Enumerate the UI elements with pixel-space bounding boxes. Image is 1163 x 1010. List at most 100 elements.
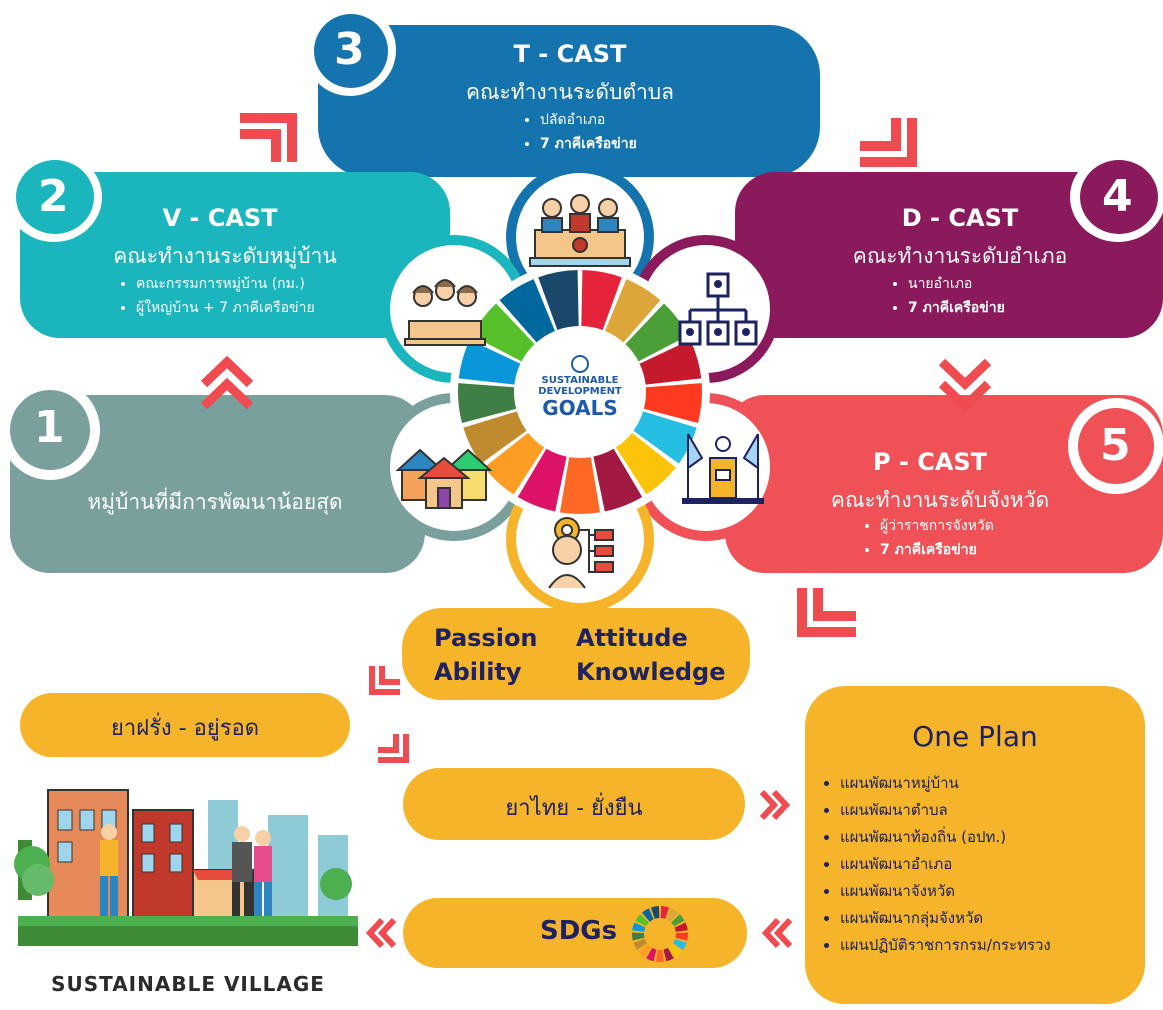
one-plan-item: แผนพัฒนาอำเภอ [840, 851, 1051, 878]
sdg-segment [458, 339, 521, 385]
sdg-segment [660, 906, 670, 919]
sdg-segment [625, 303, 689, 362]
double-chevron-left-icon [761, 917, 793, 949]
step3-bullet: ปลัดอำเภอ [540, 108, 637, 132]
double-chevron-left-icon [365, 917, 397, 949]
sdgs-label: SDGs [540, 916, 618, 946]
corner-arrow-icon [860, 118, 917, 167]
step5-subtitle: คณะทำงานระดับจังหวัด [830, 488, 1050, 512]
sdg-segment [605, 279, 661, 343]
sdg-segment [633, 411, 697, 464]
one-plan-item: แผนพัฒนาตำบล [840, 797, 1051, 824]
step3-bullets: ปลัดอำเภอ 7 ภาคีเครือข่าย [522, 108, 637, 156]
step2-subtitle: คณะทำงานระดับหมู่บ้าน [113, 244, 337, 268]
houses-icon [395, 448, 493, 509]
step2-bullets: คณะกรรมการหมู่บ้าน (กม.) ผู้ใหญ่บ้าน + 7… [118, 272, 315, 320]
thinker-icon [548, 517, 614, 589]
corner-arrow-icon [240, 113, 297, 162]
org-chart-icon [678, 272, 758, 346]
sdg-segment [499, 279, 555, 343]
sdg-segment [581, 270, 622, 330]
paak-knowledge: Knowledge [576, 658, 726, 686]
step5-number: 5 [1100, 420, 1131, 471]
step2-number: 2 [38, 171, 69, 222]
sdg-segment [655, 949, 665, 962]
sdg-segment [458, 383, 517, 424]
paak-box [402, 608, 750, 700]
one-plan-list: แผนพัฒนาหมู่บ้าน แผนพัฒนาตำบล แผนพัฒนาท้… [822, 770, 1051, 959]
one-plan-item: แผนพัฒนาจังหวัด [840, 878, 1051, 905]
sdg-segment [641, 908, 654, 922]
committee-icon [404, 279, 486, 346]
un-emblem-icon [571, 355, 589, 373]
step3-bullet: 7 ภาคีเครือข่าย [540, 132, 637, 156]
sdg-segment [673, 938, 687, 950]
corner-arrow-icon [378, 734, 409, 763]
one-plan-item: แผนพัฒนาท้องถิ่น (อปท.) [840, 824, 1051, 851]
village-caption: SUSTAINABLE VILLAGE [51, 972, 325, 996]
sdg-logo-line3: GOALS [542, 396, 618, 420]
podium-icon [682, 433, 764, 504]
sdg-wheel-small-icon [632, 906, 688, 962]
sdg-segment [632, 932, 645, 941]
step3-title: T - CAST [513, 40, 627, 68]
sdg-segment [663, 947, 674, 962]
western-box [20, 693, 350, 757]
sdg-segment [643, 383, 702, 424]
sdg-segment [463, 411, 527, 464]
step4-subtitle: คณะทำงานระดับอำเภอ [852, 244, 1068, 268]
step5-bullets: ผู้ว่าราชการจังหวัด 7 ภาคีเครือข่าย [862, 514, 994, 562]
sdg-segment [666, 908, 679, 922]
step4-number: 4 [1102, 171, 1133, 222]
sdg-segment [633, 938, 647, 950]
step2-title: V - CAST [162, 204, 278, 232]
sdg-logo-line2: DEVELOPMENT [538, 386, 622, 397]
team-icon [529, 194, 631, 267]
corner-arrow-icon [797, 588, 856, 637]
paak-ability: Ability [434, 658, 522, 686]
step3-box [318, 25, 820, 177]
step4-bullet: นายอำเภอ [908, 272, 1005, 296]
chevron-down-icon [938, 358, 992, 413]
step3-number: 3 [334, 24, 365, 75]
corner-arrow-icon [369, 666, 400, 695]
sdg-segment [484, 432, 545, 495]
sdg-segment [471, 303, 535, 362]
paak-passion: Passion [434, 624, 538, 652]
sdg-segment [674, 922, 688, 932]
double-chevron-right-icon [759, 789, 791, 821]
sdg-segment [675, 932, 688, 941]
sdg-segment [517, 448, 567, 512]
step2-bullet: ผู้ใหญ่บ้าน + 7 ภาคีเครือข่าย [136, 296, 315, 320]
sdg-logo-line1: SUSTAINABLE [541, 375, 619, 386]
sdg-segment [538, 270, 579, 330]
sdgs-box [403, 898, 747, 968]
sdg-logo: SUSTAINABLE DEVELOPMENT GOALS [530, 355, 630, 419]
step5-title: P - CAST [872, 448, 988, 476]
sdg-wheel [450, 262, 710, 522]
step2-bullet: คณะกรรมการหมู่บ้าน (กม.) [136, 272, 315, 296]
sdg-segment [638, 944, 652, 958]
step4-title: D - CAST [901, 204, 1019, 232]
sdg-segment [593, 448, 643, 512]
thai-box [403, 768, 745, 840]
one-plan-title: One Plan [912, 720, 1038, 753]
sdg-segment [671, 914, 685, 927]
step4-bullet: 7 ภาคีเครือข่าย [908, 296, 1005, 320]
one-plan-box [805, 686, 1145, 1004]
step4-bullets: นายอำเภอ 7 ภาคีเครือข่าย [890, 272, 1005, 320]
western-label: ยาฝรั่ง - อยู่รอด [110, 716, 260, 741]
step1-text: หมู่บ้านที่มีการพัฒนาน้อยสุด [87, 490, 343, 514]
sdg-segment [559, 457, 601, 514]
village-illustration [14, 789, 358, 946]
sdg-segment [639, 339, 702, 385]
one-plan-item: แผนพัฒนาหมู่บ้าน [840, 770, 1051, 797]
step5-bullet: 7 ภาคีเครือข่าย [880, 538, 994, 562]
chevron-up-icon [200, 355, 254, 410]
paak-attitude: Attitude [576, 624, 688, 652]
one-plan-item: แผนพัฒนากลุ่มจังหวัด [840, 905, 1051, 932]
sdg-segment [632, 922, 646, 932]
sdg-segment [635, 914, 649, 927]
sdg-segment [646, 947, 657, 962]
one-plan-item: แผนปฏิบัติราชการกรม/กระทรวง [840, 932, 1051, 959]
